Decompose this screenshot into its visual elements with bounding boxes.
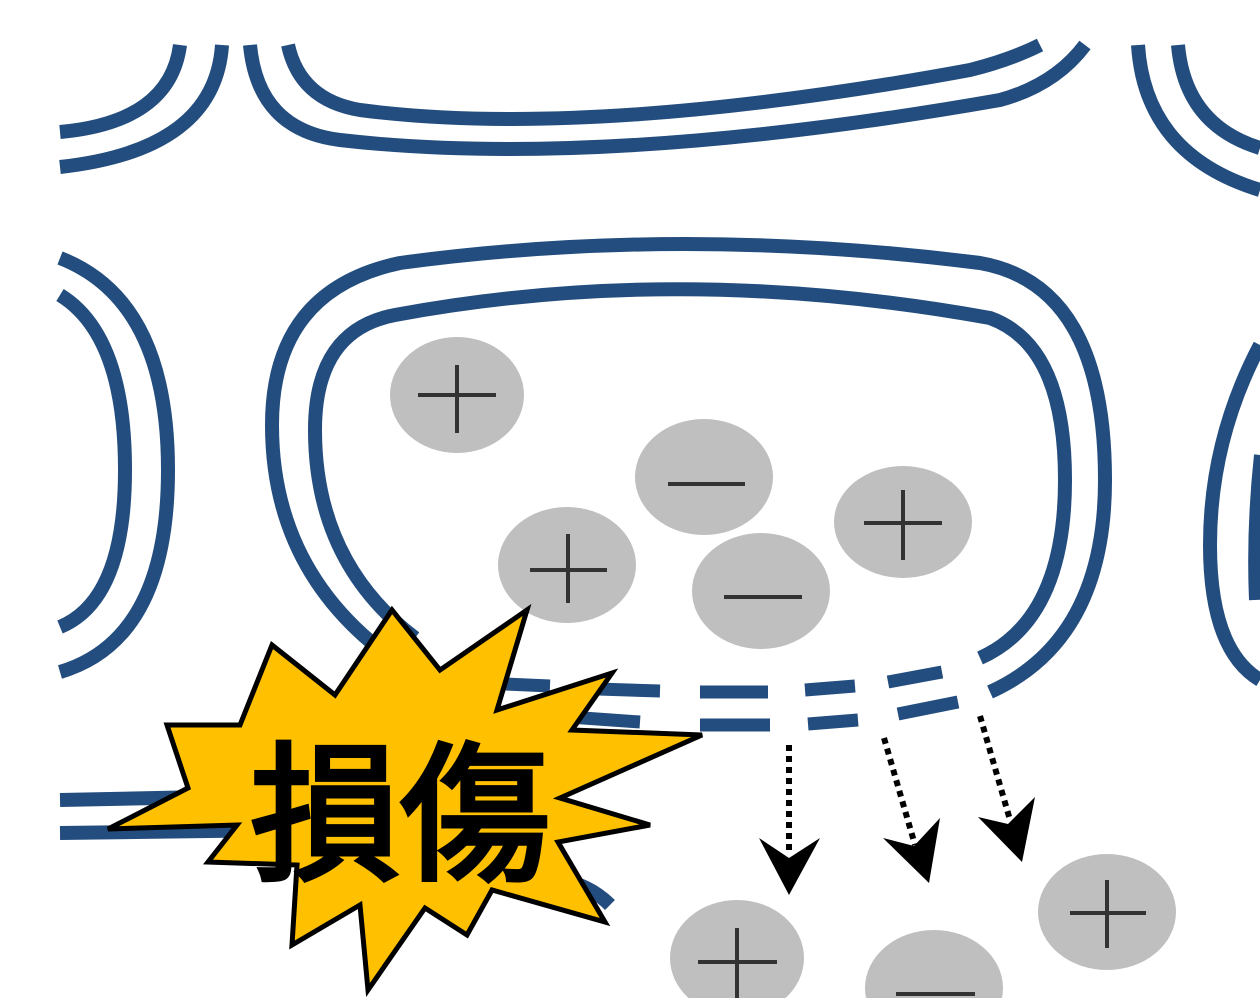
leak-arrow-1: [759, 745, 820, 895]
ion-inside-5: [834, 466, 972, 578]
top-left-cell-membrane: [60, 45, 222, 167]
ion-inside-1: [390, 337, 524, 453]
damage-label: 損傷: [250, 730, 550, 904]
ion-inside-4: [692, 533, 830, 649]
ion-inside-2: [635, 419, 773, 535]
ion-outside-1: [670, 900, 804, 998]
right-cell-membrane: [1210, 345, 1260, 680]
leak-arrow-2: [883, 738, 940, 883]
top-center-cell-membrane: [250, 45, 1085, 149]
left-cell-membrane: [60, 258, 168, 672]
top-right-cell-membrane: [1138, 45, 1260, 190]
damage-burst: 損傷: [108, 610, 702, 990]
leak-arrow-3: [978, 716, 1035, 862]
ion-outside-3: [1038, 854, 1176, 970]
ion-outside-2: [865, 930, 1003, 998]
ion-inside-3: [498, 507, 636, 623]
